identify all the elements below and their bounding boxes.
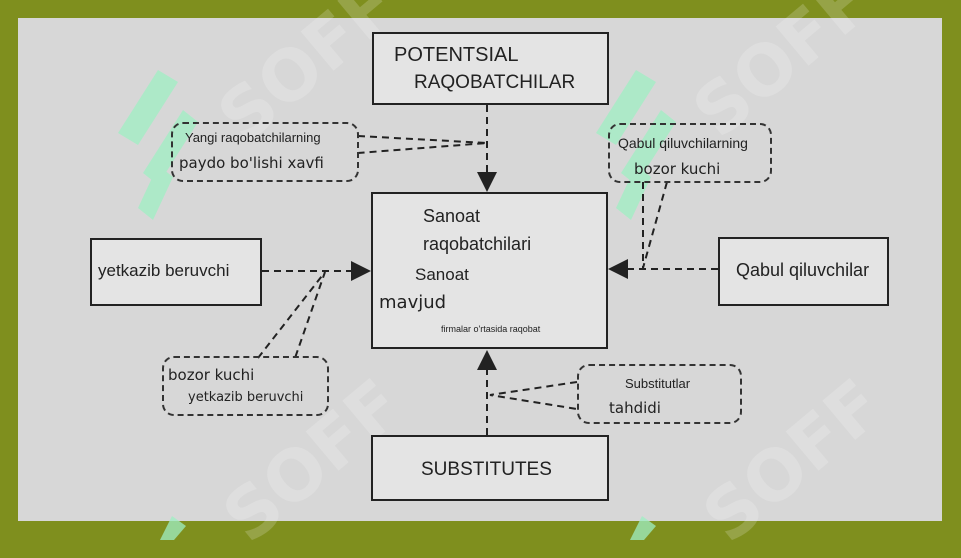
callout-supplier-power-line2: yetkazib beruvchi <box>188 390 304 405</box>
callout-buyer-power-line1: Qabul qiluvchilarning <box>618 135 748 151</box>
potential-competitors-title: POTENTSIAL <box>394 44 519 66</box>
connector-lines <box>257 105 718 435</box>
buyers-box: Qabul qiluvchilar <box>718 237 889 306</box>
callout-pointer <box>357 135 488 154</box>
center-line2: raqobatchilari <box>423 234 532 254</box>
callout-supplier-power-line1: bozor kuchi <box>168 366 255 384</box>
logo-icon <box>118 70 198 220</box>
callout-new-entrants-line1: Yangi raqobatchilarning <box>185 130 321 145</box>
callout-buyer-power-line2: bozor kuchi <box>634 160 721 178</box>
logo-icon <box>630 516 656 540</box>
suppliers-box: yetkazib beruvchi <box>90 238 262 306</box>
potential-competitors-box: POTENTSIAL RAQOBATCHILAR <box>372 32 609 105</box>
substitutes-box: SUBSTITUTES <box>371 435 609 501</box>
suppliers-label: yetkazib beruvchi <box>98 261 230 280</box>
callout-pointer <box>489 381 578 410</box>
callout-substitute-threat: Substitutlar tahdidi <box>577 364 742 424</box>
substitutes-label: SUBSTITUTES <box>421 459 552 480</box>
callout-substitute-threat-line1: Substitutlar <box>625 376 691 391</box>
callout-pointer <box>642 181 668 269</box>
potential-competitors-subtitle: RAQOBATCHILAR <box>414 72 576 93</box>
center-line3: Sanoat <box>415 265 469 284</box>
callout-buyer-power: Qabul qiluvchilarning bozor kuchi <box>608 123 772 183</box>
center-line4: mavjud <box>379 292 447 313</box>
callout-new-entrants: Yangi raqobatchilarning paydo bo'lishi x… <box>171 122 359 182</box>
industry-competitors-box: Sanoat raqobatchilari Sanoat mavjud firm… <box>371 192 608 349</box>
callout-supplier-power: bozor kuchi yetkazib beruvchi <box>162 356 329 416</box>
callout-new-entrants-line2: paydo bo'lishi xavfi <box>179 154 324 172</box>
center-line1: Sanoat <box>423 206 481 226</box>
buyers-label: Qabul qiluvchilar <box>736 260 870 280</box>
center-line5: firmalar o'rtasida raqobat <box>441 324 541 334</box>
callout-substitute-threat-line2: tahdidi <box>609 399 661 417</box>
logo-icon <box>160 516 186 540</box>
callout-pointer <box>257 271 326 359</box>
